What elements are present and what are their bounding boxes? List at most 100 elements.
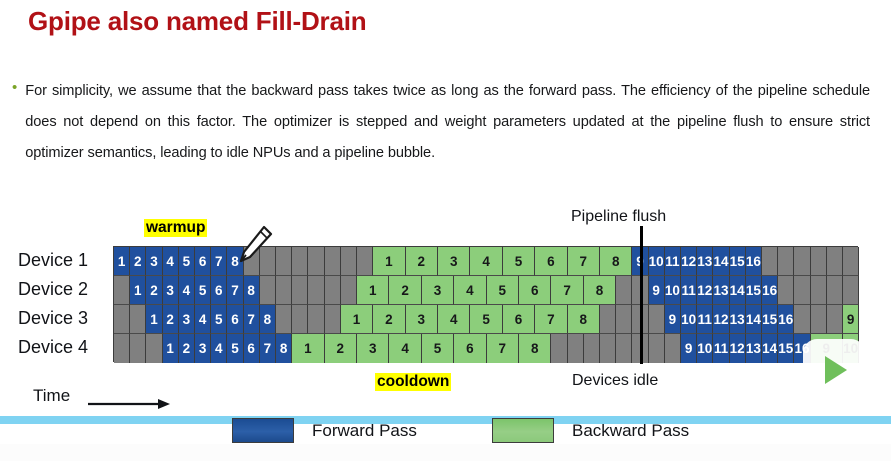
- devices-idle-label: Devices idle: [572, 372, 659, 389]
- bottom-strip: [0, 444, 891, 461]
- cell-forward-12: 12: [697, 276, 714, 305]
- cell-backward-7: 7: [551, 276, 584, 305]
- cell-forward-9: 9: [664, 305, 681, 334]
- cell-idle: [583, 334, 600, 363]
- cell-idle: [308, 276, 325, 305]
- cell-backward-2: 2: [389, 276, 422, 305]
- cell-backward-7: 7: [486, 334, 519, 363]
- cell-idle: [130, 334, 147, 363]
- cell-backward-2: 2: [373, 305, 406, 334]
- backward-pass-swatch: [492, 418, 554, 443]
- cell-forward-10: 10: [664, 276, 681, 305]
- cell-forward-13: 13: [697, 247, 714, 276]
- cell-idle: [308, 305, 325, 334]
- cell-forward-5: 5: [178, 247, 195, 276]
- cell-backward-3: 3: [438, 247, 471, 276]
- cell-forward-9: 9: [648, 276, 665, 305]
- device-label-1: Device 1: [18, 250, 89, 270]
- cell-forward-3: 3: [146, 247, 163, 276]
- cell-forward-7: 7: [227, 276, 244, 305]
- cell-backward-7: 7: [535, 305, 568, 334]
- cell-idle: [843, 276, 860, 305]
- cell-forward-5: 5: [195, 276, 212, 305]
- cell-idle: [843, 247, 860, 276]
- cell-backward-1: 1: [340, 305, 374, 334]
- cell-forward-14: 14: [745, 305, 762, 334]
- cell-backward-5: 5: [502, 247, 536, 276]
- cell-idle: [616, 334, 633, 363]
- forward-pass-swatch: [232, 418, 294, 443]
- pipeline-flush-line: [640, 226, 643, 364]
- warmup-annotation: warmup: [144, 219, 208, 237]
- cell-backward-5: 5: [421, 334, 455, 363]
- cell-idle: [648, 305, 665, 334]
- cell-forward-2: 2: [130, 247, 147, 276]
- cell-backward-9: 9: [843, 305, 860, 334]
- cell-forward-12: 12: [729, 334, 746, 363]
- cell-forward-4: 4: [211, 334, 228, 363]
- pipeline-schedule-diagram: warmup cooldown Pipeline flush Devices i…: [0, 196, 891, 396]
- cell-backward-5: 5: [486, 276, 519, 305]
- cell-forward-6: 6: [211, 276, 228, 305]
- cell-forward-15: 15: [762, 305, 779, 334]
- cell-forward-5: 5: [211, 305, 228, 334]
- cell-forward-6: 6: [227, 305, 244, 334]
- cell-idle: [762, 247, 779, 276]
- cell-idle: [276, 305, 293, 334]
- cell-idle: [324, 276, 341, 305]
- pipeline-flush-label: Pipeline flush: [571, 208, 667, 225]
- cell-idle: [778, 276, 795, 305]
- cell-backward-6: 6: [502, 305, 536, 334]
- cell-backward-4: 4: [470, 247, 503, 276]
- cell-backward-4: 4: [389, 334, 422, 363]
- cell-idle: [567, 334, 584, 363]
- time-label: Time: [33, 386, 71, 405]
- cell-backward-1: 1: [373, 247, 406, 276]
- cell-backward-6: 6: [535, 247, 568, 276]
- cell-forward-7: 7: [259, 334, 276, 363]
- cell-forward-8: 8: [259, 305, 276, 334]
- cell-backward-8: 8: [519, 334, 552, 363]
- video-play-button[interactable]: [803, 339, 865, 401]
- cell-forward-16: 16: [778, 305, 795, 334]
- schedule-row-4: 1234567812345678910111213141516910: [114, 334, 860, 363]
- cell-forward-9: 9: [681, 334, 698, 363]
- cell-forward-11: 11: [681, 276, 698, 305]
- cell-forward-15: 15: [729, 247, 746, 276]
- cell-idle: [810, 305, 827, 334]
- cell-idle: [826, 305, 843, 334]
- cell-forward-2: 2: [162, 305, 179, 334]
- cell-forward-1: 1: [146, 305, 163, 334]
- cell-backward-8: 8: [583, 276, 617, 305]
- cell-idle: [600, 334, 617, 363]
- schedule-grid: 1234567812345678910111213141516123456781…: [113, 246, 860, 363]
- legend: Forward Pass Backward Pass: [0, 418, 891, 452]
- cell-backward-4: 4: [454, 276, 487, 305]
- cell-forward-16: 16: [745, 247, 762, 276]
- cell-forward-4: 4: [195, 305, 212, 334]
- cell-backward-7: 7: [567, 247, 600, 276]
- cell-forward-14: 14: [713, 247, 730, 276]
- cell-forward-3: 3: [162, 276, 179, 305]
- legend-item-forward-pass: Forward Pass: [232, 418, 417, 443]
- cell-forward-3: 3: [195, 334, 212, 363]
- cell-idle: [810, 247, 827, 276]
- cell-forward-5: 5: [227, 334, 244, 363]
- cell-backward-1: 1: [357, 276, 390, 305]
- cell-forward-10: 10: [648, 247, 665, 276]
- cell-idle: [130, 305, 147, 334]
- cell-idle: [308, 247, 325, 276]
- cell-forward-7: 7: [243, 305, 260, 334]
- cell-idle: [810, 276, 827, 305]
- cell-idle: [146, 334, 163, 363]
- cell-forward-10: 10: [697, 334, 714, 363]
- cell-forward-12: 12: [681, 247, 698, 276]
- cell-forward-1: 1: [162, 334, 179, 363]
- cell-idle: [276, 276, 293, 305]
- bullet-paragraph: • For simplicity, we assume that the bac…: [12, 76, 870, 169]
- time-axis: Time: [0, 386, 891, 416]
- cell-backward-6: 6: [454, 334, 487, 363]
- cell-idle: [114, 276, 131, 305]
- pencil-cursor-icon: [239, 225, 273, 263]
- cell-forward-2: 2: [178, 334, 195, 363]
